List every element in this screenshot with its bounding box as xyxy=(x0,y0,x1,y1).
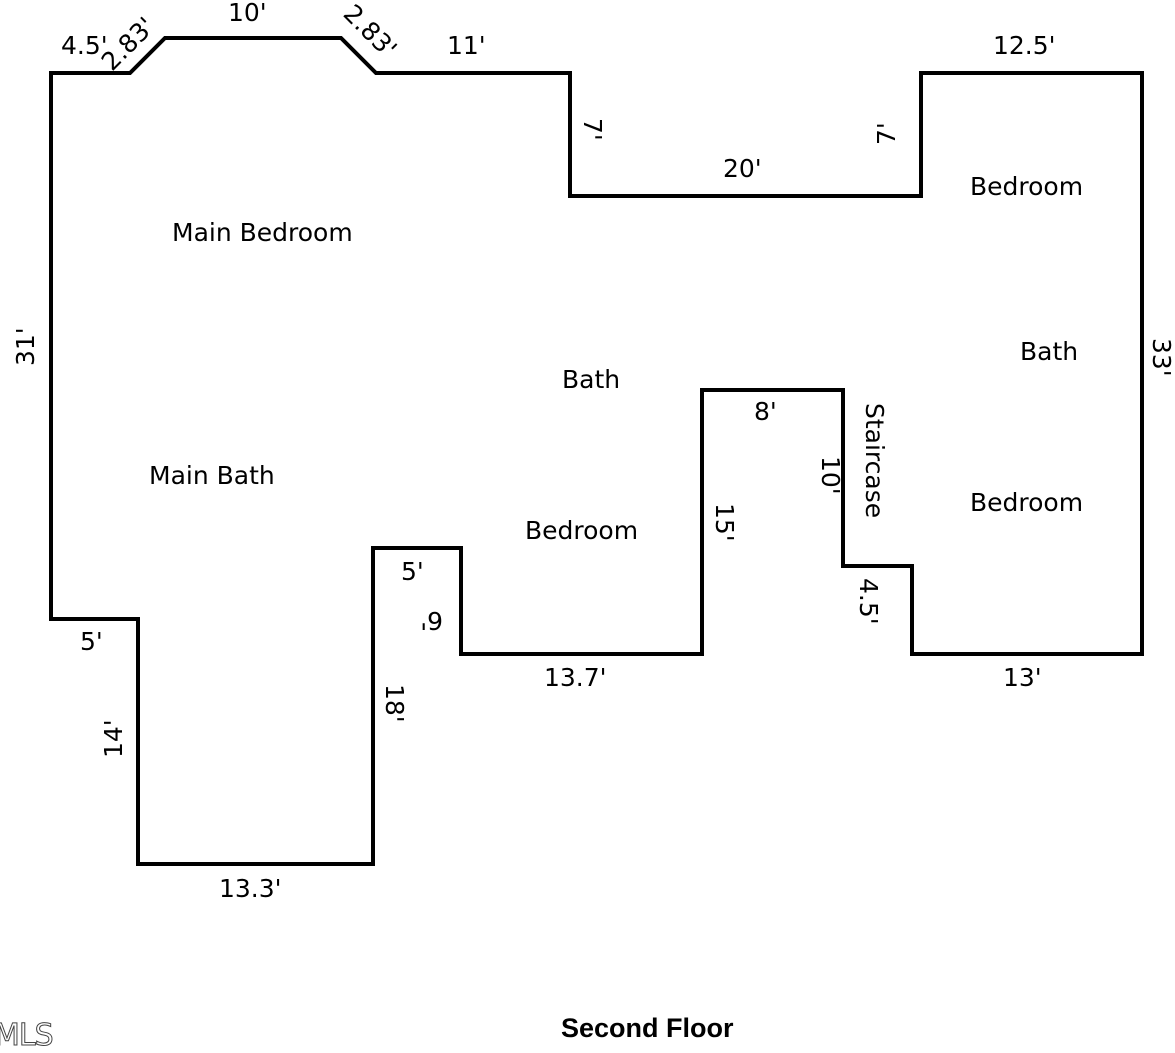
dim-right-side: 33' xyxy=(1147,338,1175,377)
mls-watermark: MLS xyxy=(0,1018,54,1053)
dim-top-bay: 10' xyxy=(228,0,267,27)
dim-step-top: 5' xyxy=(401,557,424,586)
room-label-bedroom-top-right: Bedroom xyxy=(970,172,1083,201)
dim-step-side: 6' xyxy=(420,606,443,635)
dim-stair-step: 4.5' xyxy=(854,578,883,625)
dim-stair-top: 8' xyxy=(754,397,777,426)
dim-inner-tall: 18' xyxy=(380,684,409,723)
dim-right-diagonal: 2.83' xyxy=(338,0,403,63)
dim-top-right: 12.5' xyxy=(993,31,1056,60)
dim-left-side: 31' xyxy=(11,327,40,366)
dim-top-mid: 11' xyxy=(447,31,486,60)
dim-left-step: 5' xyxy=(80,627,103,656)
room-label-bedroom-bottom-right: Bedroom xyxy=(970,488,1083,517)
dim-bottom-mid: 13.7' xyxy=(544,663,607,692)
dim-bottom-left: 13.3' xyxy=(219,874,282,903)
room-label-bedroom-center: Bedroom xyxy=(525,516,638,545)
dim-top-left-short: 4.5' xyxy=(61,31,108,60)
dim-stair-inner: 10' xyxy=(816,456,845,495)
room-label-main-bath: Main Bath xyxy=(149,461,275,490)
room-label-main-bedroom: Main Bedroom xyxy=(172,218,353,247)
dim-stair-left: 15' xyxy=(710,503,739,542)
room-label-staircase: Staircase xyxy=(860,403,889,518)
dim-notch-right: 7' xyxy=(872,122,901,145)
room-label-bath-right: Bath xyxy=(1020,337,1078,366)
dim-bottom-right: 13' xyxy=(1003,663,1042,692)
floor-title: Second Floor xyxy=(561,1013,734,1043)
dim-lower-left: 14' xyxy=(99,719,128,758)
floor-outline xyxy=(49,36,1144,866)
dim-notch-left: 7' xyxy=(578,118,607,141)
room-label-bath-center: Bath xyxy=(562,365,620,394)
dim-notch-bottom: 20' xyxy=(723,154,762,183)
